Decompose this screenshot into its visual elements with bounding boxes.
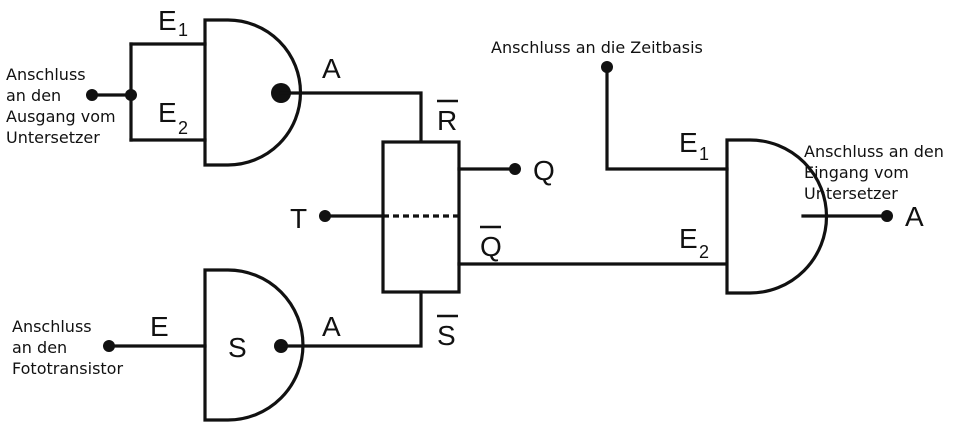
label-r-bar: R — [437, 105, 457, 136]
label-q-bar: Q — [480, 231, 502, 262]
bottom-input-terminal-dot — [103, 340, 115, 352]
label-bottom-s: S — [228, 332, 247, 363]
note-zeitbasis: Anschluss an die Zeitbasis — [491, 38, 703, 57]
label-bottom-e: E — [150, 311, 169, 342]
junction-dot — [125, 89, 137, 101]
label-right-e2-sub: 2 — [699, 242, 709, 262]
label-t: T — [290, 203, 307, 234]
zeitbasis-terminal-dot — [601, 61, 613, 73]
wire-bottom-output — [279, 290, 423, 348]
label-top-e2: E — [158, 97, 177, 128]
and-gate-right — [725, 138, 829, 295]
label-top-a: A — [322, 53, 341, 84]
label-s-bar: S — [437, 320, 456, 351]
note-left-bottom-2: an den — [12, 338, 67, 357]
note-left-bottom-3: Fototransistor — [12, 359, 123, 378]
right-output-terminal-dot — [881, 210, 893, 222]
note-left-top-3: Ausgang vom — [6, 107, 116, 126]
note-left-top-1: Anschluss — [6, 65, 86, 84]
label-top-e1: E — [158, 5, 177, 36]
note-right-2: Eingang vom — [804, 163, 909, 182]
label-top-e1-sub: 1 — [178, 20, 188, 40]
label-q: Q — [533, 155, 555, 186]
note-left-top-4: Untersetzer — [6, 128, 100, 147]
gate-bottom-left — [203, 268, 305, 422]
note-right-3: Untersetzer — [804, 184, 898, 203]
label-right-e1-sub: 1 — [699, 144, 709, 164]
note-left-bottom-1: Anschluss — [12, 317, 92, 336]
note-right-1: Anschluss an den — [804, 142, 944, 161]
q-terminal-dot — [509, 163, 521, 175]
and-gate-top-left — [203, 18, 303, 167]
label-bottom-a: A — [322, 311, 341, 342]
label-right-e2: E — [679, 223, 698, 254]
label-right-e1: E — [679, 127, 698, 158]
wire-top-output — [279, 91, 423, 144]
input-terminal-dot — [86, 89, 98, 101]
label-top-e2-sub: 2 — [178, 118, 188, 138]
wire-zeitbasis — [605, 65, 729, 171]
label-right-a: A — [905, 201, 924, 232]
note-left-top-2: an den — [6, 86, 61, 105]
t-terminal-dot — [319, 210, 331, 222]
